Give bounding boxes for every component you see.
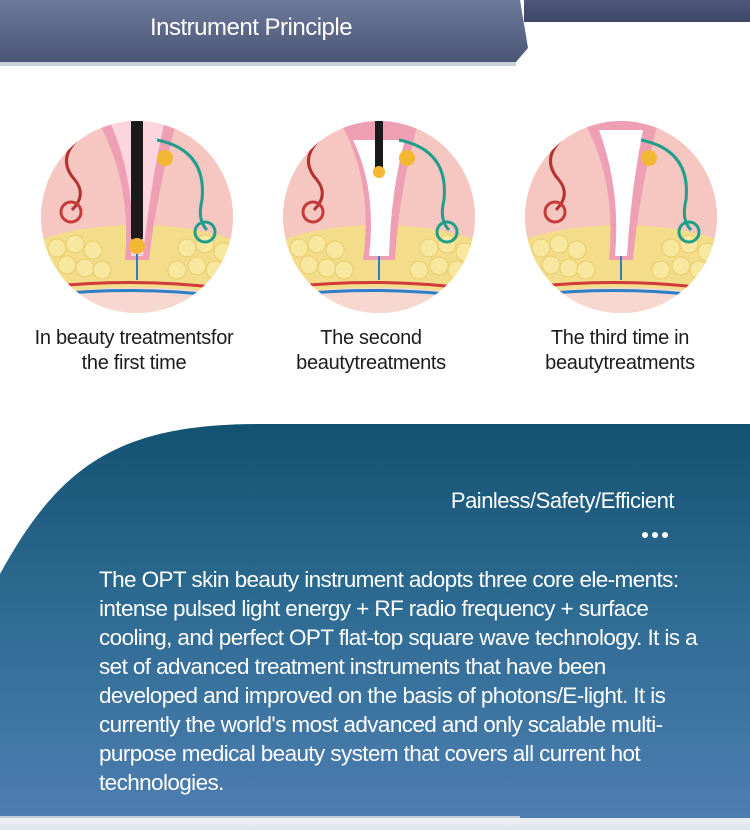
page-title: Instrument Principle xyxy=(150,14,353,41)
stage-caption-line: beautytreatments xyxy=(545,352,695,374)
stage-caption-third: The third time in beautytreatments xyxy=(490,326,750,376)
stage-caption-line: The second xyxy=(320,327,422,349)
header-banner xyxy=(0,0,528,62)
stage-third-treatment xyxy=(521,120,721,315)
banner-shadow xyxy=(0,60,516,66)
stage-caption-first: In beauty treatmentsfor the first time xyxy=(4,326,264,376)
description-text: The OPT skin beauty instrument adopts th… xyxy=(99,567,698,795)
hair-follicle-stage2-icon xyxy=(283,121,475,313)
stage-caption-line: beautytreatments xyxy=(296,352,446,374)
stage-caption-line: The third time in xyxy=(550,327,690,349)
panel-bottom-edge xyxy=(0,818,750,830)
stage-caption-second: The second beautytreatments xyxy=(241,326,501,376)
ellipsis-dots-icon xyxy=(642,532,668,538)
hair-follicle-stage1-icon xyxy=(41,121,233,313)
tagline: Painless/Safety/Efficient xyxy=(450,488,675,513)
stage-second-treatment xyxy=(279,120,479,315)
top-accent-bar xyxy=(524,0,750,22)
info-panel xyxy=(0,424,750,830)
stage-caption-line: the first time xyxy=(81,352,187,374)
stage-first-treatment xyxy=(37,120,237,315)
stage-caption-line: In beauty treatmentsfor xyxy=(34,327,234,349)
hair-follicle-stage3-icon xyxy=(525,121,717,313)
